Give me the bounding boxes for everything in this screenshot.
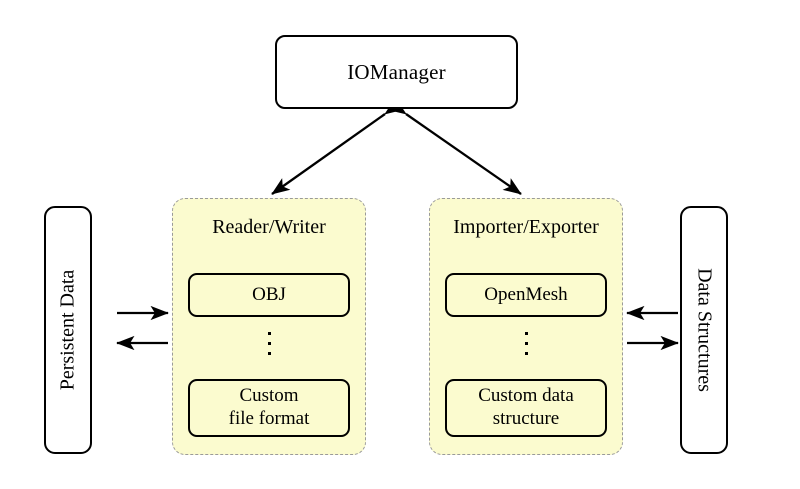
plugin-custom-file-format[interactable]: Custom file format bbox=[188, 379, 350, 437]
arrow-iomanager-importerexporter bbox=[387, 98, 522, 195]
plugin-custom-data-structure-label-line1: Custom data bbox=[478, 385, 574, 407]
panel-reader-writer-title: Reader/Writer bbox=[212, 216, 326, 238]
panel-reader-writer: Reader/Writer OBJ Custom file format bbox=[172, 198, 366, 455]
dot bbox=[267, 352, 271, 355]
arrow-iomanager-readerwriter bbox=[271, 98, 404, 195]
node-iomanager-label: IOManager bbox=[347, 59, 446, 84]
node-persistent-data[interactable]: Persistent Data bbox=[44, 206, 92, 454]
dot bbox=[524, 352, 528, 355]
plugin-openmesh-label: OpenMesh bbox=[484, 283, 568, 305]
dot bbox=[524, 332, 528, 335]
plugin-custom-file-format-label-line1: Custom bbox=[239, 385, 299, 407]
dot bbox=[524, 342, 528, 345]
node-data-structures[interactable]: Data Structures bbox=[680, 206, 728, 454]
vertical-dots-icon bbox=[430, 332, 622, 355]
panel-importer-exporter: Importer/Exporter OpenMesh Custom data s… bbox=[429, 198, 623, 455]
node-data-structures-label: Data Structures bbox=[693, 268, 716, 392]
plugin-openmesh[interactable]: OpenMesh bbox=[445, 273, 607, 317]
node-iomanager[interactable]: IOManager bbox=[275, 35, 518, 109]
node-persistent-data-label: Persistent Data bbox=[56, 269, 79, 391]
plugin-obj[interactable]: OBJ bbox=[188, 273, 350, 317]
vertical-dots-icon bbox=[173, 332, 365, 355]
dot bbox=[267, 332, 271, 335]
panel-importer-exporter-title: Importer/Exporter bbox=[453, 216, 599, 238]
plugin-obj-label: OBJ bbox=[252, 283, 286, 305]
plugin-custom-data-structure-label-line2: structure bbox=[492, 408, 560, 429]
plugin-custom-file-format-label-line2: file format bbox=[228, 408, 310, 429]
dot bbox=[267, 342, 271, 345]
plugin-custom-data-structure[interactable]: Custom data structure bbox=[445, 379, 607, 437]
